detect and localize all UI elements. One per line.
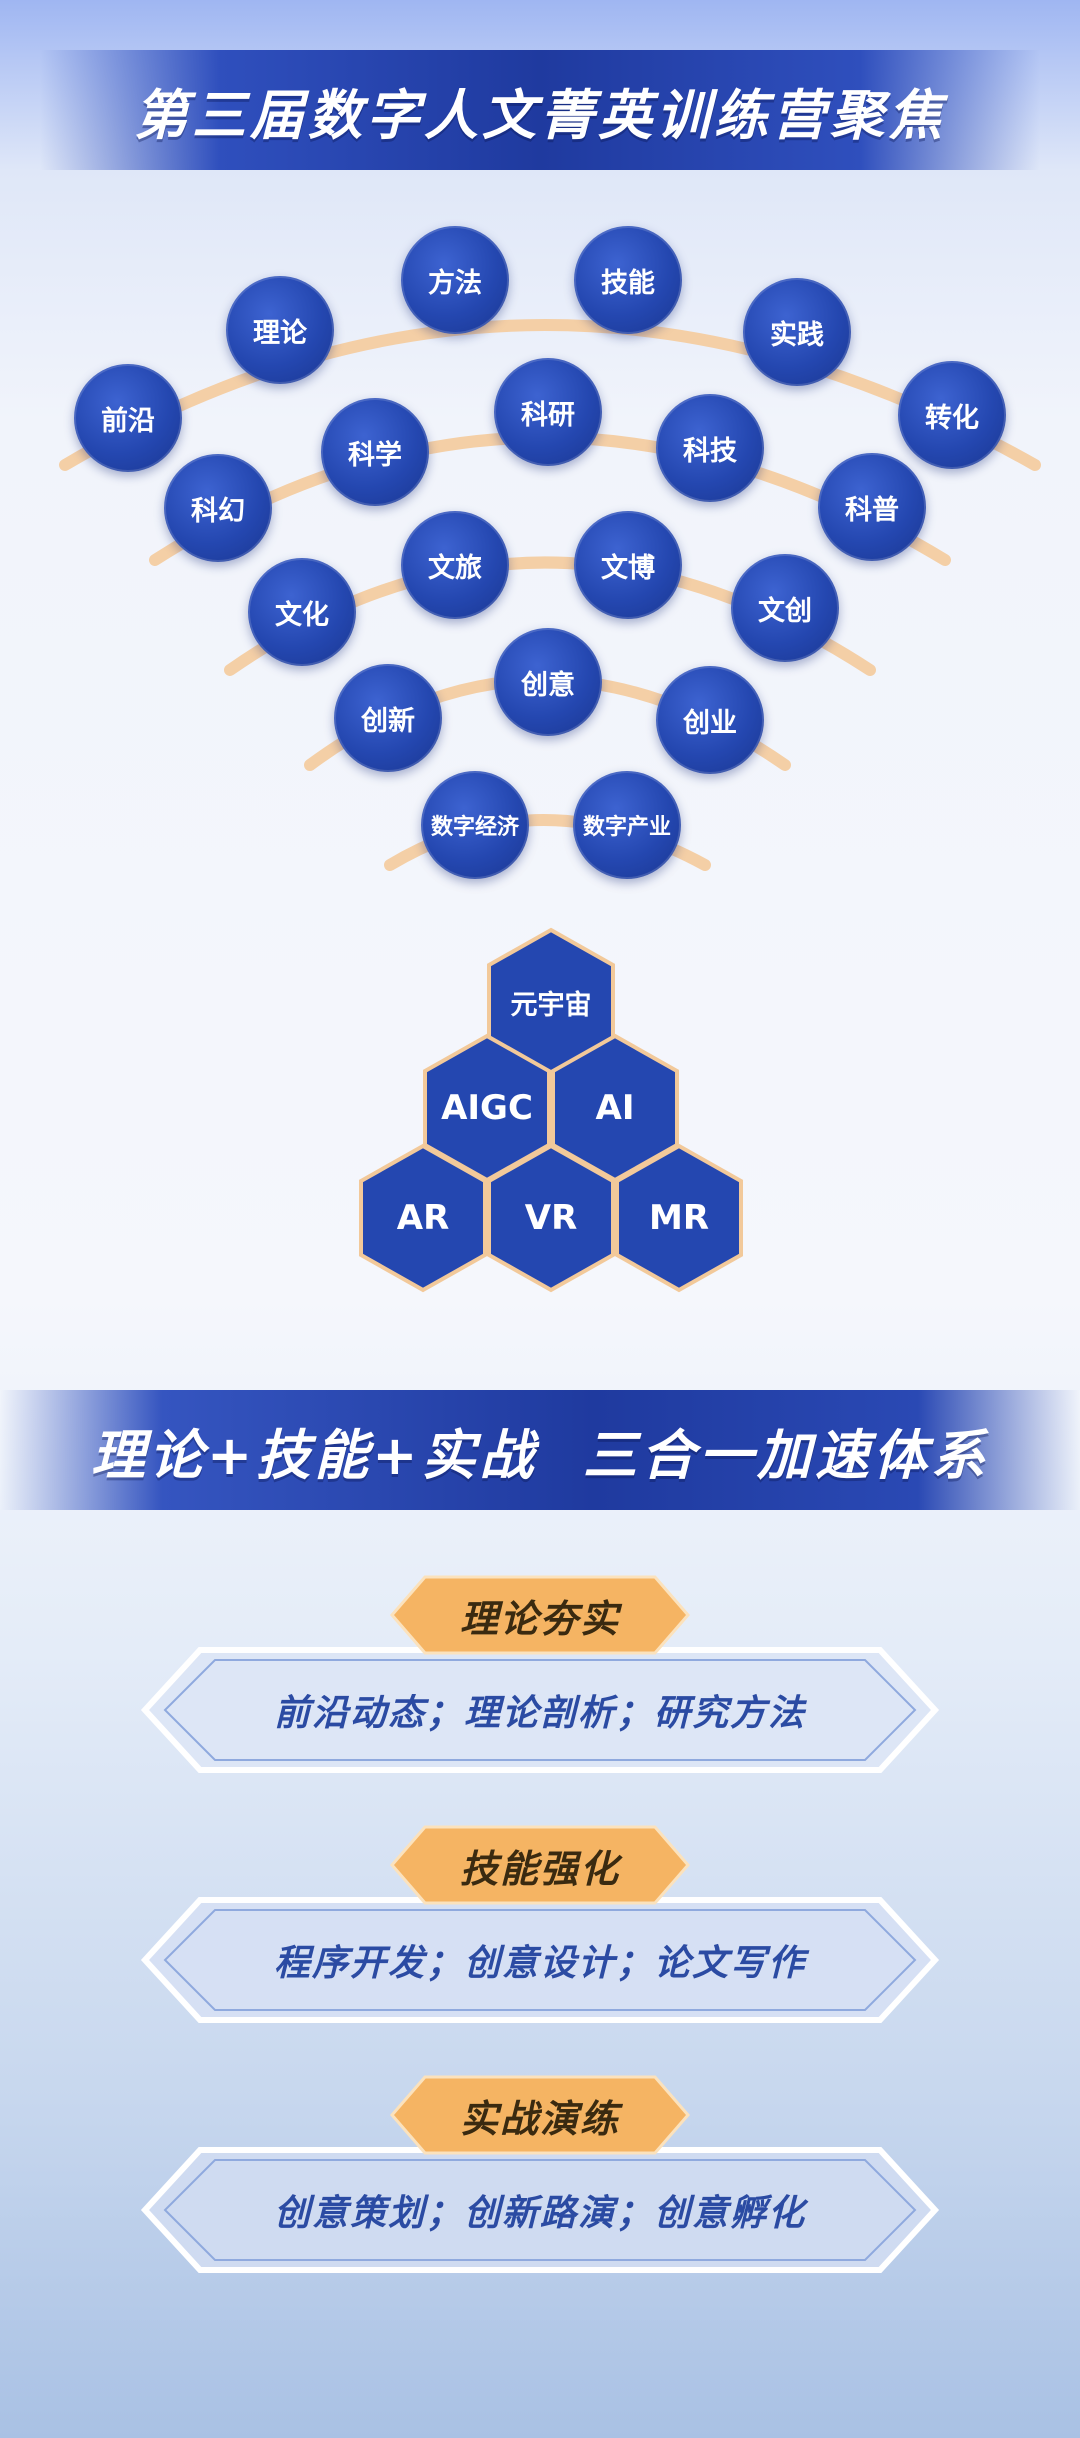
top-banner: 第三届数字人文菁英训练营聚焦 — [0, 50, 1080, 170]
node-zhuanhua: 转化 — [898, 361, 1006, 469]
arc-diagram: 前沿 理论 方法 技能 实践 转化 科幻 科学 科研 科技 科普 文化 文旅 文… — [0, 200, 1080, 920]
panel-practice-tag-label: 实战演练 — [459, 2096, 620, 2141]
system-banner-title: 理论+技能+实战 三合一加速体系 — [90, 1423, 990, 1487]
hex-vr: VR — [486, 1143, 616, 1293]
node-wenbo: 文博 — [574, 511, 682, 619]
hex-vr-label: VR — [524, 1198, 578, 1238]
node-keyan: 科研 — [494, 358, 602, 466]
hex-ar-label: AR — [396, 1198, 450, 1238]
hex-aigc: AIGC — [422, 1033, 552, 1183]
hex-yuanyuzhou-label: 元宇宙 — [510, 989, 592, 1021]
panel-theory: 理论夯实 前沿动态；理论剖析；研究方法 — [140, 1575, 940, 1773]
hex-ai-label: AI — [595, 1088, 635, 1128]
node-keji: 科技 — [656, 394, 764, 502]
node-jineng: 技能 — [574, 226, 682, 334]
panel-theory-tag: 理论夯实 — [390, 1575, 690, 1655]
hex-ar: AR — [358, 1143, 488, 1293]
panel-skill-body: 程序开发；创意设计；论文写作 — [273, 1943, 806, 1984]
system-banner: 理论+技能+实战 三合一加速体系 — [0, 1390, 1080, 1510]
panel-practice: 实战演练 创意策划；创新路演；创意孵化 — [140, 2075, 940, 2273]
node-wenhua: 文化 — [248, 558, 356, 666]
node-lilun: 理论 — [226, 276, 334, 384]
hex-mr-label: MR — [648, 1198, 709, 1238]
top-banner-title: 第三届数字人文菁英训练营聚焦 — [134, 83, 946, 147]
node-wenlv: 文旅 — [401, 511, 509, 619]
top-banner-bar — [40, 50, 1040, 170]
panel-practice-tag: 实战演练 — [390, 2075, 690, 2155]
node-wenchuang: 文创 — [731, 554, 839, 662]
node-fangfa: 方法 — [401, 226, 509, 334]
node-shuzichanye: 数字产业 — [573, 771, 681, 879]
node-kehuan: 科幻 — [164, 454, 272, 562]
hex-pyramid: 元宇宙 AIGC AI AR VR MR — [0, 920, 1080, 1320]
panel-skill-tag: 技能强化 — [390, 1825, 690, 1905]
panel-skill-tag-label: 技能强化 — [459, 1846, 620, 1891]
panel-theory-body: 前沿动态；理论剖析；研究方法 — [273, 1693, 806, 1734]
system-banner-bar — [0, 1390, 1080, 1510]
panel-skill: 技能强化 程序开发；创意设计；论文写作 — [140, 1825, 940, 2023]
panel-skill-frame — [140, 1897, 940, 2023]
node-chuangxin: 创新 — [334, 664, 442, 772]
panel-theory-tag-label: 理论夯实 — [459, 1596, 620, 1641]
arc-lines — [59, 319, 1041, 871]
node-chuangyi: 创意 — [494, 628, 602, 736]
panel-practice-frame — [140, 2147, 940, 2273]
node-shijian: 实践 — [743, 278, 851, 386]
panel-practice-body: 创意策划；创新路演；创意孵化 — [273, 2193, 806, 2234]
node-kexue: 科学 — [321, 398, 429, 506]
node-qianyan: 前沿 — [74, 364, 182, 472]
panel-theory-frame — [140, 1647, 940, 1773]
node-chuangye: 创业 — [656, 666, 764, 774]
node-kepu: 科普 — [818, 453, 926, 561]
hex-mr: MR — [614, 1143, 744, 1293]
node-shuzijingji: 数字经济 — [421, 771, 529, 879]
hex-aigc-label: AIGC — [441, 1088, 533, 1128]
